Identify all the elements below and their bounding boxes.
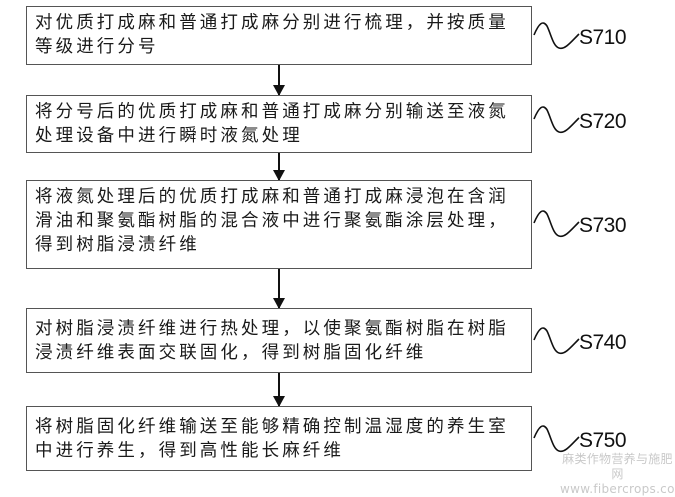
flow-arrow-3: [273, 269, 285, 309]
step-text-line: 等级进行分号: [35, 37, 159, 57]
step-label-s750: S750: [533, 423, 653, 463]
step-id-label: S730: [579, 214, 627, 237]
step-text-line: 对树脂浸渍纤维进行热处理，以使聚氨酯树脂在树脂: [35, 319, 509, 339]
leader-squiggle-icon: [533, 22, 580, 50]
step-id-label: S710: [579, 26, 627, 49]
step-label-s710: S710: [533, 20, 653, 60]
step-text-line: 将树脂固化纤维输送至能够精确控制温湿度的养生室: [35, 417, 509, 437]
step-text-line: 处理设备中进行瞬时液氮处理: [35, 126, 303, 146]
step-label-s740: S740: [533, 325, 653, 365]
leader-squiggle-icon: [533, 106, 580, 134]
step-id-label: S740: [579, 331, 627, 354]
step-text-line: 中进行养生，得到高性能长麻纤维: [35, 441, 344, 461]
watermark: 麻类作物营养与施肥网 www.fibercrops.com: [560, 452, 675, 497]
step-text-line: 得到树脂浸渍纤维: [35, 235, 200, 255]
step-id-label: S750: [579, 429, 627, 452]
step-text-line: 将分号后的优质打成麻和普通打成麻分别输送至液氮: [35, 102, 509, 122]
flow-arrow-4: [273, 373, 285, 407]
step-text-line: 滑油和聚氨酯树脂的混合液中进行聚氨酯涂层处理，: [35, 211, 509, 231]
flow-arrow-2: [273, 153, 285, 181]
leader-squiggle-icon: [533, 327, 580, 355]
step-text-line: 对优质打成麻和普通打成麻分别进行梳理，并按质量: [35, 13, 509, 33]
step-box-s750: 将树脂固化纤维输送至能够精确控制温湿度的养生室 中进行养生，得到高性能长麻纤维: [26, 406, 532, 471]
watermark-site-name: 麻类作物营养与施肥网: [562, 452, 673, 481]
leader-squiggle-icon: [533, 425, 580, 453]
step-box-s740: 对树脂浸渍纤维进行热处理，以使聚氨酯树脂在树脂 浸渍纤维表面交联固化，得到树脂固…: [26, 308, 532, 373]
leader-squiggle-icon: [533, 210, 580, 238]
step-box-s730: 将液氮处理后的优质打成麻和普通打成麻浸泡在含润 滑油和聚氨酯树脂的混合液中进行聚…: [26, 180, 532, 269]
step-label-s730: S730: [533, 208, 653, 248]
step-label-s720: S720: [533, 104, 653, 144]
step-box-s710: 对优质打成麻和普通打成麻分别进行梳理，并按质量 等级进行分号: [26, 6, 532, 65]
flow-arrow-1: [273, 65, 285, 96]
step-text-line: 浸渍纤维表面交联固化，得到树脂固化纤维: [35, 343, 427, 363]
step-box-s720: 将分号后的优质打成麻和普通打成麻分别输送至液氮 处理设备中进行瞬时液氮处理: [26, 95, 532, 153]
step-text-line: 将液氮处理后的优质打成麻和普通打成麻浸泡在含润: [35, 187, 509, 207]
step-id-label: S720: [579, 110, 627, 133]
